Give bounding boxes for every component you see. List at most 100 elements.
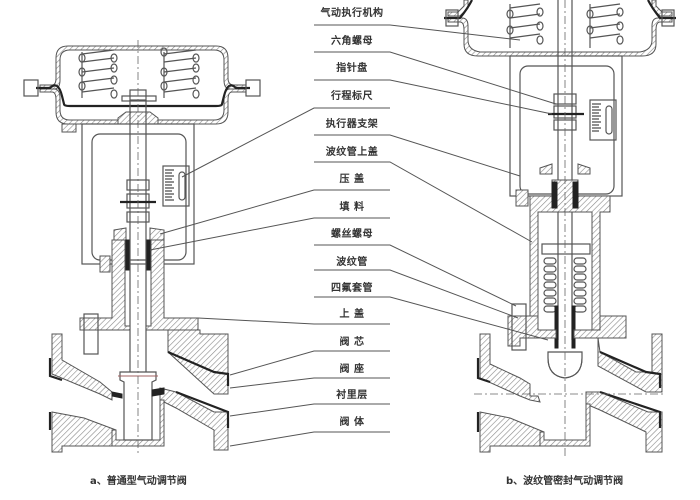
leader-line bbox=[314, 51, 557, 105]
yoke-inner bbox=[91, 133, 187, 261]
diaphragm-b-left bbox=[444, 0, 473, 20]
label-text: 波纹管上盖 bbox=[326, 145, 379, 158]
valve-plug-b-outline bbox=[547, 351, 583, 379]
seat-right bbox=[151, 387, 165, 397]
valve-plug-shape bbox=[119, 371, 157, 441]
actuator-springs-right bbox=[160, 47, 200, 99]
label-hex-nut: 六角螺母 bbox=[314, 34, 557, 105]
leader-line bbox=[229, 403, 390, 417]
actuator-housing-upper bbox=[39, 45, 247, 90]
lining-right-upper bbox=[167, 350, 230, 386]
scale-ticks-b bbox=[592, 103, 601, 132]
valve-body-lower-left bbox=[51, 411, 117, 453]
standard-valve-drawing bbox=[23, 40, 261, 456]
valve-body-bottom bbox=[111, 399, 165, 447]
lining-right-lower bbox=[175, 390, 230, 428]
label-valve-body: 阀 体 bbox=[229, 415, 390, 447]
label-actuator-bracket: 执行器支架 bbox=[314, 117, 521, 177]
valve-body-upper-right bbox=[167, 329, 229, 395]
label-stroke-scale: 行程标尺 bbox=[181, 89, 390, 178]
label-valve-plug: 阀 芯 bbox=[229, 335, 390, 376]
bellows-valve-drawing bbox=[444, 0, 676, 456]
bellows-upper-cover-shape bbox=[529, 179, 611, 331]
valve-body-b-lower-right bbox=[585, 391, 663, 453]
bonnet-stud-b bbox=[511, 303, 527, 351]
bonnet-body-right bbox=[145, 239, 199, 331]
leader-line bbox=[229, 377, 390, 389]
valve-body-upper-left bbox=[51, 333, 113, 401]
label-bonnet: 上 盖 bbox=[197, 307, 390, 325]
leader-line bbox=[314, 24, 521, 41]
label-text: 阀 座 bbox=[340, 362, 365, 375]
leader-line bbox=[229, 431, 390, 447]
bellows-cover-bolt bbox=[515, 189, 529, 207]
label-text: 四氟套管 bbox=[331, 281, 373, 294]
label-text: 行程标尺 bbox=[330, 89, 373, 102]
valve-body-b-lower-left bbox=[479, 411, 545, 453]
label-text: 阀 芯 bbox=[340, 335, 365, 348]
label-text: 波纹管 bbox=[336, 255, 368, 268]
leader-line bbox=[314, 161, 533, 243]
body-stud-left bbox=[83, 313, 99, 355]
stroke-scale-plate bbox=[162, 165, 190, 207]
label-text: 衬里层 bbox=[336, 388, 368, 401]
label-threaded-nut: 螺丝螺母 bbox=[314, 227, 517, 307]
lining-left-upper bbox=[48, 358, 63, 382]
leader-line bbox=[314, 269, 519, 319]
ptfe-sleeve-left bbox=[554, 305, 559, 349]
scale-slot-b bbox=[605, 105, 613, 135]
label-text: 螺丝螺母 bbox=[331, 227, 373, 240]
leader-line bbox=[314, 244, 517, 307]
leader-line bbox=[197, 317, 390, 325]
packing-b-right bbox=[572, 181, 579, 209]
flange-bolt-b-right bbox=[661, 9, 675, 27]
scale-ticks bbox=[165, 169, 174, 201]
actuator-springs-left bbox=[78, 49, 118, 99]
spring-plate bbox=[121, 95, 157, 102]
label-text: 填 料 bbox=[340, 200, 365, 213]
label-packing: 填 料 bbox=[149, 200, 390, 251]
scale-slot bbox=[178, 171, 186, 201]
vent-plug bbox=[61, 123, 77, 133]
lining-b-right-lower bbox=[599, 390, 662, 428]
flange-bolt-right bbox=[245, 79, 261, 97]
leader-line bbox=[159, 189, 390, 235]
labels-column: 气动执行机构 六角螺母 指针盘 行程标尺 执行器支架 波纹管上盖 压 盖 填 bbox=[149, 6, 557, 447]
label-gland: 压 盖 bbox=[159, 172, 390, 235]
valve-body-b-bottom bbox=[539, 403, 591, 447]
valve-body-lower-right bbox=[159, 387, 229, 451]
leader-line bbox=[314, 296, 549, 341]
gland-right bbox=[149, 227, 165, 241]
valve-body-b-upper-right bbox=[597, 333, 663, 393]
actuator-housing-lower-b bbox=[447, 17, 673, 57]
label-valve-seat: 阀 座 bbox=[229, 362, 390, 389]
flange-bolt-left bbox=[23, 79, 39, 97]
bonnet-bolt bbox=[99, 255, 111, 273]
label-bellows: 波纹管 bbox=[314, 255, 519, 319]
label-pointer-disc: 指针盘 bbox=[314, 61, 553, 115]
actuator-springs-b-right bbox=[586, 3, 624, 48]
label-text: 六角螺母 bbox=[331, 34, 373, 47]
label-text: 指针盘 bbox=[336, 61, 368, 74]
valve-body-b-upper-left bbox=[479, 333, 541, 403]
lining-b-right-upper bbox=[599, 350, 662, 388]
gland-left bbox=[113, 227, 127, 241]
actuator-springs-b-left bbox=[506, 3, 544, 48]
label-text: 压 盖 bbox=[340, 172, 365, 185]
leader-line bbox=[314, 134, 521, 177]
leader-line bbox=[314, 79, 553, 115]
label-bellows-upper-cover: 波纹管上盖 bbox=[314, 145, 533, 243]
leader-line bbox=[229, 350, 390, 376]
packing-right bbox=[146, 239, 152, 271]
label-text: 气动执行机构 bbox=[320, 6, 384, 19]
label-pneumatic-actuator: 气动执行机构 bbox=[314, 6, 521, 41]
caption-standard-valve: a、普通型气动调节阀 bbox=[90, 474, 187, 487]
label-ptfe-sleeve: 四氟套管 bbox=[314, 281, 549, 341]
diaphragm-b-right bbox=[647, 0, 676, 20]
gland-b-left bbox=[539, 163, 553, 175]
ptfe-sleeve-right bbox=[571, 305, 576, 349]
label-text: 上 盖 bbox=[340, 307, 365, 320]
packing-left bbox=[124, 239, 130, 271]
label-text: 阀 体 bbox=[340, 415, 365, 428]
